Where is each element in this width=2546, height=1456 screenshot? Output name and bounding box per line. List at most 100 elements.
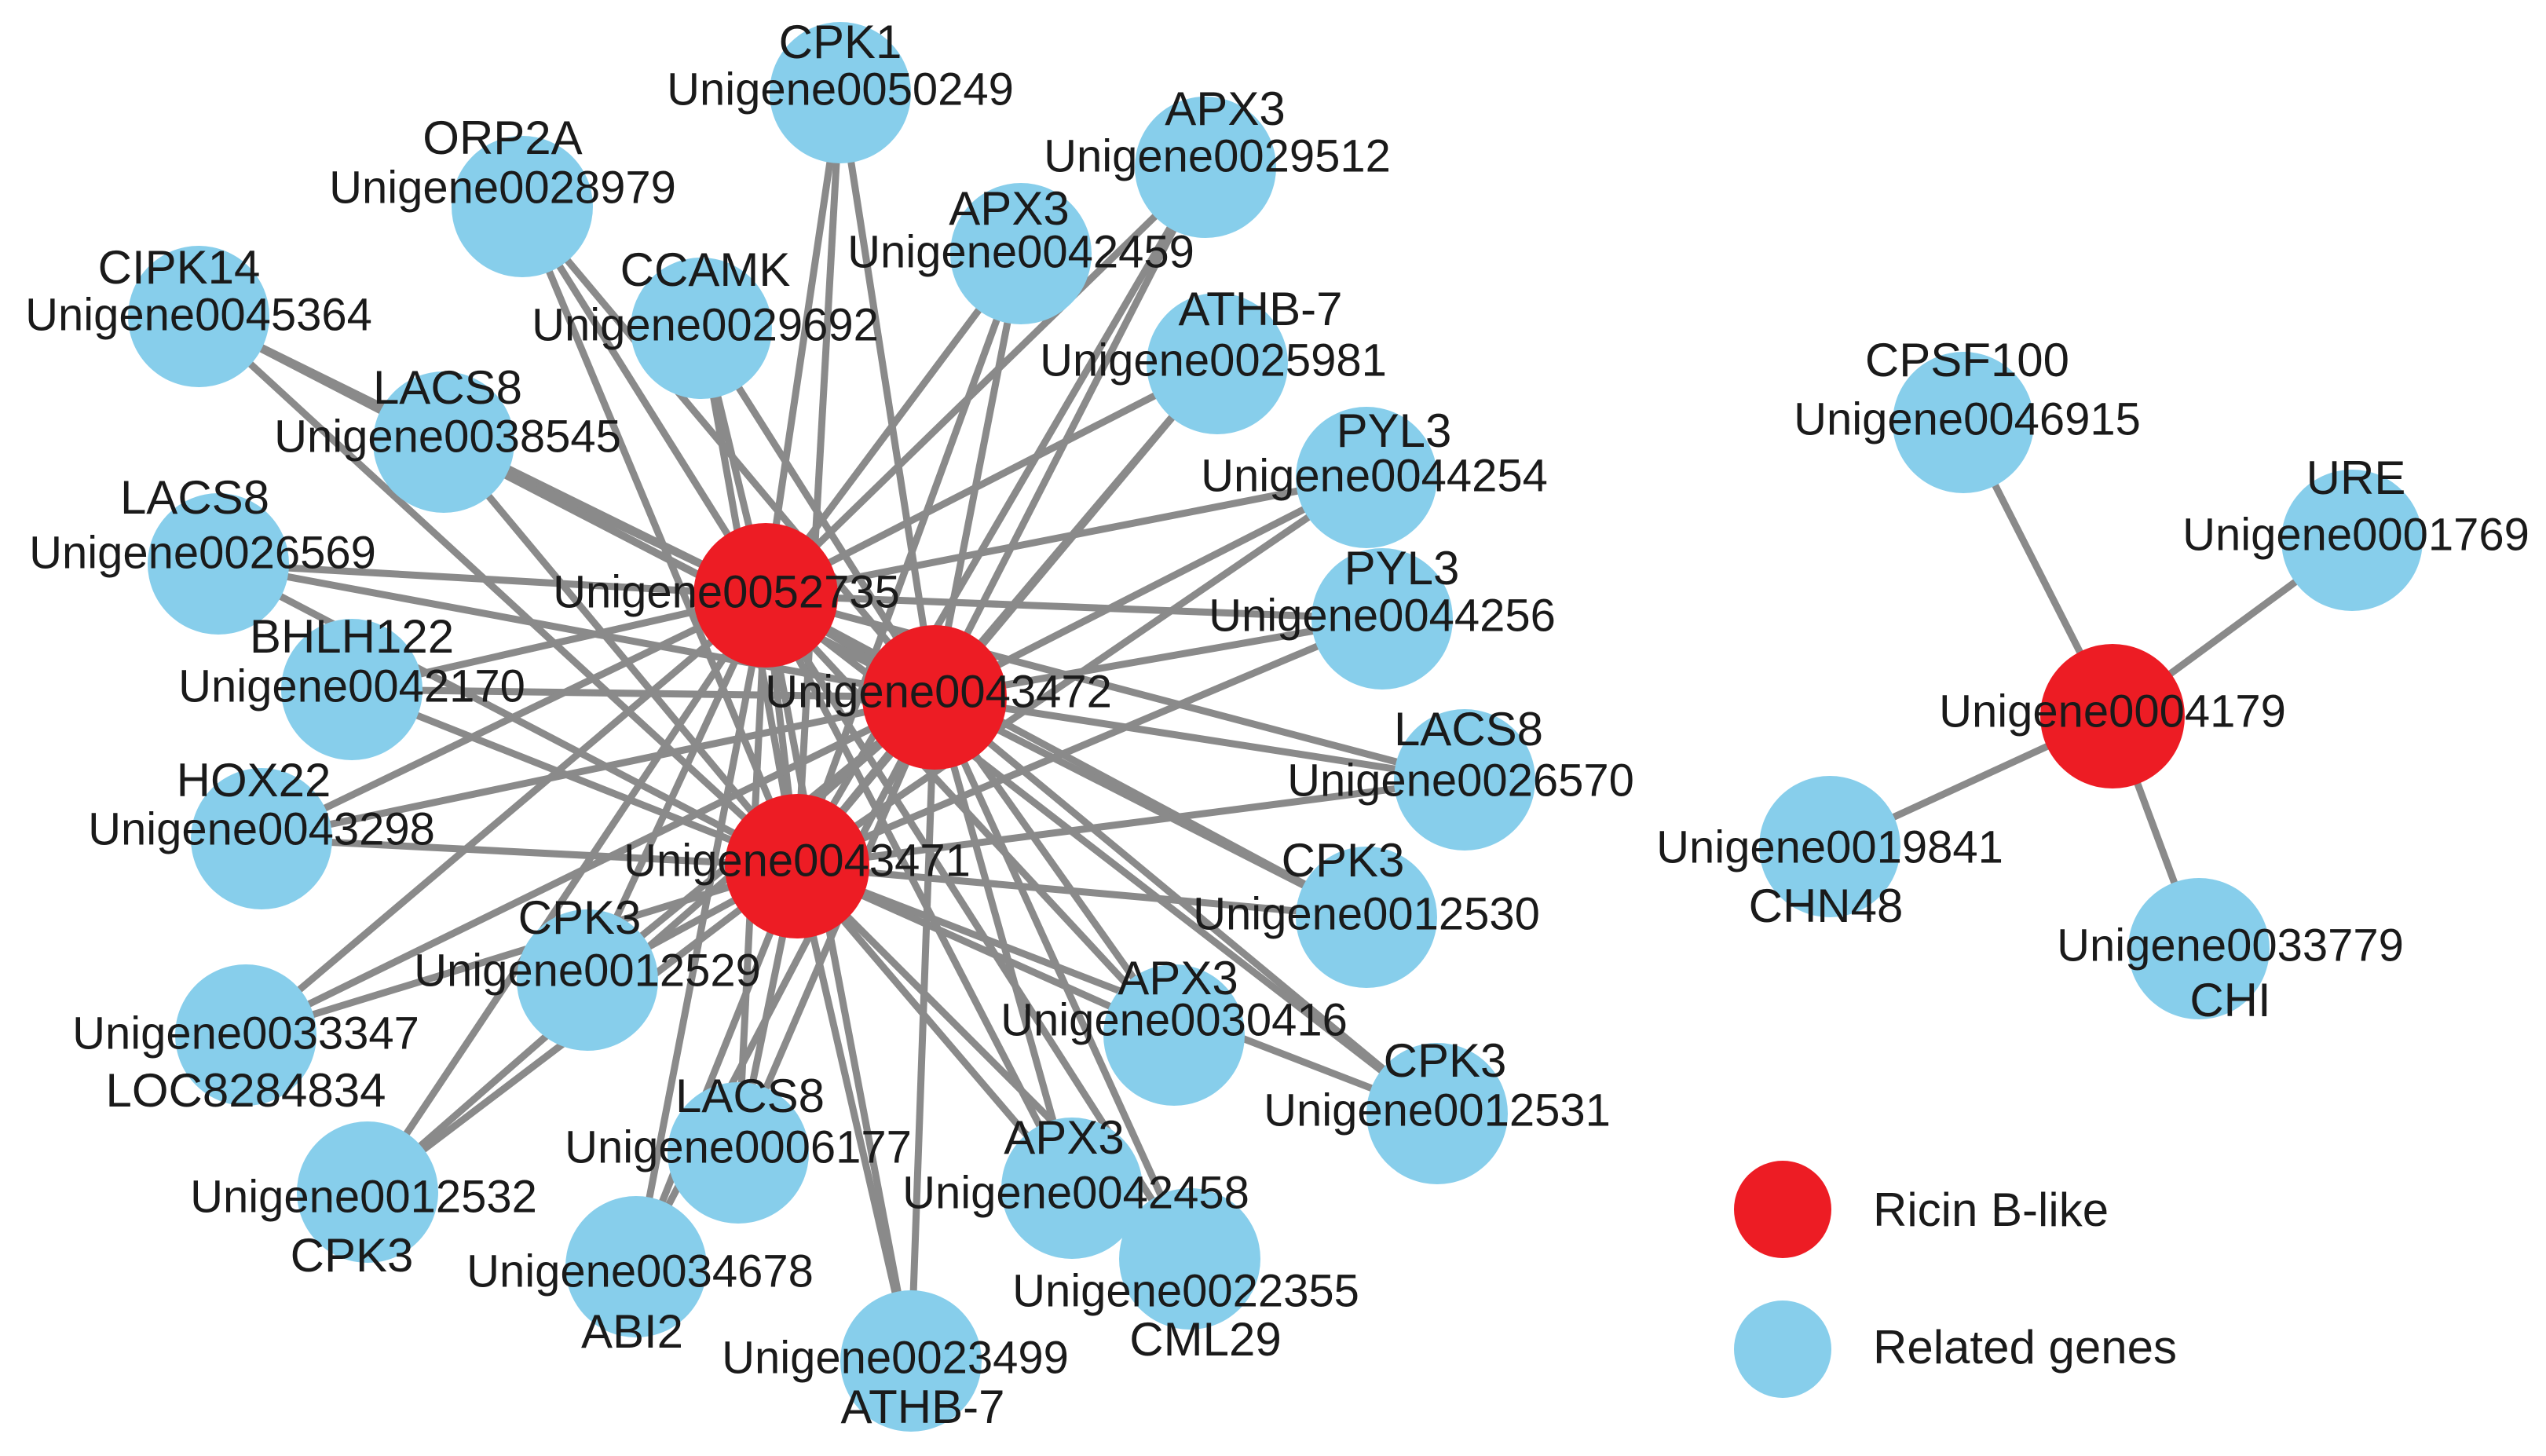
node-symbol-label-Unigene0012529: CPK3	[518, 891, 642, 944]
edge-Unigene0043472-Unigene0012530	[932, 693, 1369, 921]
node-Unigene0028979[interactable]	[452, 136, 593, 277]
node-id-label-Unigene0034678: Unigene0034678	[466, 1246, 814, 1297]
network-edges	[196, 92, 2354, 1363]
node-symbol-label-Unigene0029692: CCAMK	[620, 243, 791, 296]
node-id-label-Unigene0038545: Unigene0038545	[274, 411, 621, 462]
edge-Unigene0043472-Unigene0042459	[931, 253, 1025, 698]
node-symbol-label-Unigene0019841: CHN48	[1749, 880, 1904, 932]
node-Unigene0042459[interactable]	[950, 183, 1092, 324]
edge-Unigene0043471-Unigene0045364	[196, 313, 800, 869]
node-symbol-label-Unigene0050249: CPK1	[779, 16, 902, 68]
node-id-label-Unigene0045364: Unigene0045364	[25, 289, 372, 340]
node-symbol-label-Unigene0001769: URE	[2306, 452, 2406, 504]
node-Unigene0026570[interactable]	[1394, 709, 1535, 851]
node-symbol-label-Unigene0030416: APX3	[1118, 952, 1238, 1004]
node-Unigene0045364[interactable]	[128, 246, 269, 387]
node-symbol-label-Unigene0045364: CIPK14	[98, 241, 261, 294]
edge-Unigene0052735-Unigene0044254	[765, 474, 1367, 599]
node-id-label-Unigene0029512: Unigene0029512	[1044, 130, 1391, 181]
node-Unigene0006177[interactable]	[668, 1082, 809, 1224]
node-Unigene0042170[interactable]	[281, 619, 423, 760]
edge-Unigene0052735-Unigene0028979	[519, 204, 769, 598]
node-id-label-Unigene0044256: Unigene0044256	[1209, 590, 1556, 641]
node-Unigene0001769[interactable]	[2281, 470, 2423, 611]
edge-Unigene0052735-Unigene0044256	[765, 591, 1383, 623]
edge-Unigene0043472-Unigene0050249	[836, 92, 938, 698]
node-Unigene0023499[interactable]	[840, 1290, 982, 1432]
node-Unigene0026569[interactable]	[148, 493, 289, 635]
node-Unigene0052735[interactable]	[693, 523, 838, 668]
node-id-label-Unigene0043298: Unigene0043298	[88, 803, 435, 854]
node-Unigene0012532[interactable]	[297, 1121, 438, 1263]
node-id-label-Unigene0012530: Unigene0012530	[1193, 888, 1540, 939]
edge-Unigene0043472-Unigene0033347	[244, 693, 936, 1039]
edge-Unigene0043472-Unigene0029692	[698, 326, 938, 700]
node-Unigene0029512[interactable]	[1135, 97, 1276, 238]
node-Unigene0033347[interactable]	[175, 964, 316, 1106]
node-id-label-Unigene0019841: Unigene0019841	[1656, 821, 2003, 873]
edge-Unigene0043472-Unigene0044256	[934, 615, 1383, 701]
node-Unigene0043472[interactable]	[862, 625, 1007, 770]
edge-Unigene0043471-Unigene0042459	[793, 252, 1025, 868]
edge-Unigene0043472-Unigene0022355	[931, 696, 1194, 1260]
node-symbol-label-Unigene0023499: ATHB-7	[841, 1381, 1005, 1433]
node-id-label-Unigene0012532: Unigene0012532	[190, 1171, 537, 1222]
legend-related-swatch	[1734, 1301, 1831, 1398]
node-id-label-Unigene0042170: Unigene0042170	[178, 660, 525, 712]
node-Unigene0012531[interactable]	[1366, 1043, 1508, 1184]
node-Unigene0042458[interactable]	[1001, 1118, 1143, 1259]
node-Unigene0012530[interactable]	[1296, 847, 1437, 988]
node-id-label-Unigene0023499: Unigene0023499	[722, 1332, 1069, 1383]
node-Unigene0029692[interactable]	[631, 258, 772, 399]
node-Unigene0050249[interactable]	[770, 22, 911, 163]
node-Unigene0012529[interactable]	[517, 909, 658, 1051]
node-Unigene0004179[interactable]	[2040, 644, 2185, 788]
node-symbol-label-Unigene0026570: LACS8	[1394, 703, 1543, 755]
node-Unigene0043471[interactable]	[725, 794, 869, 938]
node-Unigene0033779[interactable]	[2128, 878, 2270, 1019]
node-symbol-label-Unigene0043298: HOX22	[177, 754, 331, 807]
legend: Ricin B-like Related genes	[1734, 1161, 2177, 1398]
node-symbol-label-Unigene0038545: LACS8	[373, 361, 522, 414]
node-id-label-Unigene0012531: Unigene0012531	[1264, 1085, 1611, 1136]
node-id-label-Unigene0042458: Unigene0042458	[902, 1167, 1249, 1218]
network-nodes	[128, 22, 2423, 1432]
node-Unigene0019841[interactable]	[1759, 776, 1900, 917]
node-symbol-label-Unigene0012532: CPK3	[291, 1229, 414, 1282]
edge-Unigene0043472-Unigene0029512	[931, 165, 1209, 700]
legend-related-label: Related genes	[1873, 1321, 2177, 1374]
node-id-label-Unigene0004179: Unigene0004179	[1939, 686, 2286, 737]
node-id-label-Unigene0043471: Unigene0043471	[624, 835, 971, 886]
legend-ricin-label: Ricin B-like	[1873, 1183, 2109, 1236]
edge-Unigene0052735-Unigene0034678	[632, 594, 770, 1268]
network-labels: Unigene0052735Unigene0043472Unigene00434…	[25, 16, 2530, 1433]
node-Unigene0044256[interactable]	[1311, 548, 1453, 690]
edge-Unigene0052735-Unigene0029512	[763, 164, 1209, 598]
node-symbol-label-Unigene0042458: APX3	[1004, 1111, 1124, 1164]
node-id-label-Unigene0012529: Unigene0012529	[414, 945, 761, 996]
edge-Unigene0043472-Unigene0042458	[931, 696, 1076, 1190]
node-id-label-Unigene0042459: Unigene0042459	[847, 226, 1194, 277]
node-symbol-label-Unigene0046915: CPSF100	[1865, 334, 2069, 386]
edge-Unigene0043472-Unigene0042170	[351, 686, 935, 701]
edge-Unigene0052735-Unigene0026569	[218, 560, 766, 599]
node-Unigene0038545[interactable]	[373, 371, 514, 513]
edge-Unigene0052735-Unigene0023499	[762, 594, 915, 1362]
node-Unigene0043298[interactable]	[191, 768, 332, 909]
node-Unigene0025981[interactable]	[1147, 293, 1288, 434]
node-symbol-label-Unigene0033347: LOC8284834	[106, 1064, 386, 1117]
node-id-label-Unigene0030416: Unigene0030416	[1000, 994, 1348, 1045]
node-Unigene0044254[interactable]	[1296, 407, 1437, 548]
edge-Unigene0043472-Unigene0026570	[934, 693, 1465, 784]
node-id-label-Unigene0046915: Unigene0046915	[1794, 393, 2141, 444]
node-Unigene0030416[interactable]	[1103, 964, 1245, 1106]
edge-Unigene0052735-Unigene0033347	[243, 592, 768, 1038]
node-symbol-label-Unigene0044254: PYL3	[1337, 404, 1452, 457]
node-symbol-label-Unigene0034678: ABI2	[581, 1305, 683, 1358]
node-Unigene0034678[interactable]	[565, 1196, 707, 1337]
node-Unigene0022355[interactable]	[1119, 1188, 1260, 1330]
node-id-label-Unigene0022355: Unigene0022355	[1012, 1265, 1359, 1316]
node-symbol-label-Unigene0042459: APX3	[949, 182, 1069, 235]
node-Unigene0046915[interactable]	[1893, 352, 2034, 493]
